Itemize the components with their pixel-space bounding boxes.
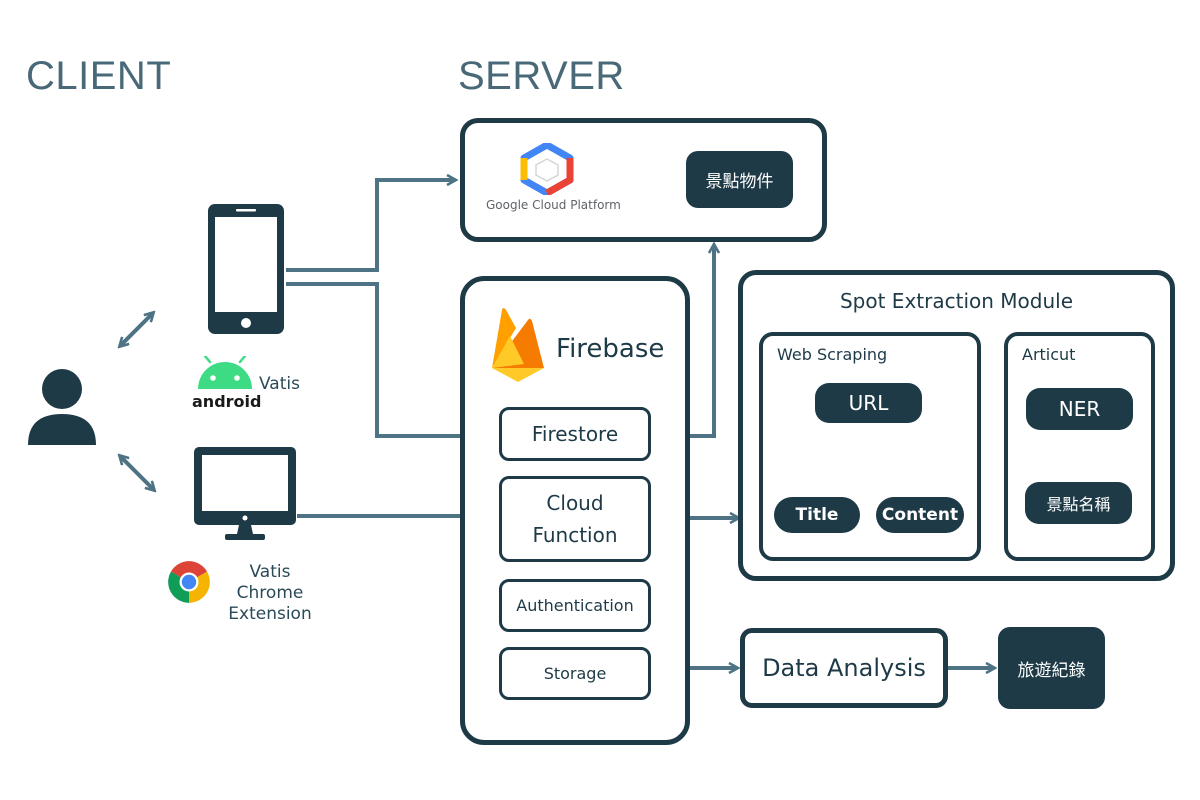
- firebase-logo-icon: [492, 308, 544, 382]
- client-header: CLIENT: [26, 54, 172, 98]
- android-logo-icon: [198, 356, 252, 389]
- content-node: Content: [876, 497, 964, 533]
- google-cloud-logo-icon: [520, 143, 574, 195]
- firebase-title: Firebase: [556, 334, 665, 364]
- firestore-node: Firestore: [499, 407, 651, 461]
- data-analysis-node: Data Analysis: [740, 628, 948, 708]
- url-node: URL: [815, 383, 922, 423]
- smartphone-icon: [208, 204, 284, 334]
- cloud-function-node: Cloud Function: [499, 476, 651, 562]
- spot-module-title: Spot Extraction Module: [839, 289, 1073, 313]
- gcp-output-node: 景點物件: [686, 151, 793, 208]
- title-node: Title: [774, 497, 860, 533]
- chrome-extension-label: Vatis Chrome Extension: [228, 562, 312, 624]
- travel-record-node: 旅遊紀錄: [998, 627, 1105, 709]
- gcp-logo-text: Google Cloud Platform: [486, 198, 621, 212]
- android-app-label: Vatis: [259, 374, 300, 394]
- storage-node: Storage: [499, 647, 651, 700]
- articut-container: [1004, 332, 1155, 561]
- server-header: SERVER: [458, 54, 625, 98]
- spot-name-node: 景點名稱: [1025, 482, 1132, 524]
- android-logo-text: android: [192, 392, 262, 411]
- ner-node: NER: [1026, 388, 1133, 430]
- authentication-node: Authentication: [499, 579, 651, 632]
- desktop-monitor-icon: [194, 447, 296, 540]
- chrome-logo-icon: [168, 561, 210, 603]
- user-icon: [28, 369, 96, 445]
- web-scraping-title: Web Scraping: [777, 345, 888, 364]
- articut-title: Articut: [1022, 345, 1076, 364]
